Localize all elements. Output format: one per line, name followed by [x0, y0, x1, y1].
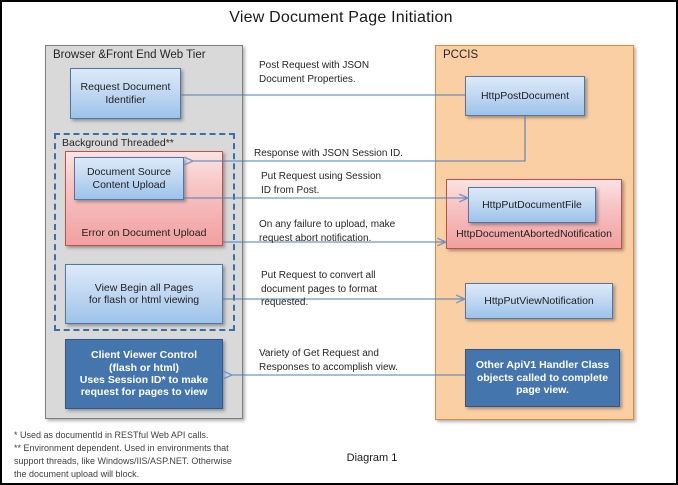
- http-put-document-file-box[interactable]: HttpPutDocumentFile: [468, 187, 596, 223]
- note-failure-abort-line-1: On any failure to upload, make: [259, 219, 396, 230]
- note-put-request-session-line-2: ID from Post.: [261, 184, 320, 196]
- other-apiv1-handler-line-1: Other ApiV1 Handler Class: [475, 359, 610, 372]
- note-variety-get-line-2: Responses to accomplish view.: [259, 361, 398, 373]
- note-response-session: Response with JSON Session ID.: [254, 147, 439, 161]
- note-variety-get: Variety of Get Request and Responses to …: [259, 347, 439, 374]
- client-viewer-control-line-3: Uses Session ID* to make: [79, 374, 209, 386]
- footnote-line-4: the document upload will block.: [14, 469, 140, 480]
- note-convert-pages-line-3: requested.: [261, 297, 309, 308]
- note-convert-pages-line-1: Put Request to convert all: [261, 270, 376, 281]
- other-apiv1-handler-line-3: page view.: [516, 384, 569, 397]
- http-put-document-file-label: HttpPutDocumentFile: [482, 198, 582, 211]
- background-threaded-group: [54, 133, 235, 331]
- other-apiv1-handler-line-2: objects called to complete: [476, 371, 609, 384]
- note-convert-pages-line-2: document pages to format: [261, 283, 378, 295]
- client-viewer-control-line-2: (flash or html): [109, 361, 179, 374]
- request-document-identifier-box[interactable]: Request Document Identifier: [70, 68, 181, 119]
- document-source-content-upload-line-2: Content Upload: [92, 178, 166, 191]
- note-post-request: Post Request with JSON Document Properti…: [259, 59, 439, 86]
- view-begin-all-pages-line-1: View Begin all Pages: [94, 281, 194, 294]
- document-source-content-upload-box[interactable]: Document Source Content Upload: [74, 157, 184, 200]
- http-post-document-box[interactable]: HttpPostDocument: [465, 76, 585, 116]
- background-threaded-label: Background Threaded**: [62, 137, 174, 149]
- view-begin-all-pages-line-2: for flash or html viewing: [88, 294, 200, 306]
- footnote-line-1: * Used as documentId in RESTful Web API …: [14, 430, 209, 440]
- client-viewer-control-line-4: request for pages to view: [80, 386, 208, 399]
- browser-tier-label: Browser &Front End Web Tier: [53, 49, 206, 61]
- client-viewer-control-line-1: Client Viewer Control: [91, 349, 197, 362]
- http-post-document-label: HttpPostDocument: [480, 89, 570, 102]
- note-post-request-line-1: Post Request with JSON: [259, 60, 370, 71]
- error-on-document-upload-label: Error on Document Upload: [81, 227, 207, 239]
- document-source-content-upload-line-1: Document Source: [86, 166, 172, 179]
- other-apiv1-handler-box[interactable]: Other ApiV1 Handler Class objects called…: [465, 349, 620, 407]
- footnotes: * Used as documentId in RESTful Web API …: [14, 429, 304, 481]
- note-variety-get-line-1: Variety of Get Request and: [259, 348, 379, 359]
- note-put-request-session: Put Request using Session ID from Post.: [261, 170, 441, 197]
- note-put-request-session-line-1: Put Request using Session: [261, 171, 382, 182]
- http-put-view-notification-box[interactable]: HttpPutViewNotification: [465, 283, 613, 319]
- diagram-caption: Diagram 1: [346, 452, 398, 464]
- footnote-line-2: ** Environment dependent. Used in enviro…: [14, 443, 229, 454]
- note-response-session-line-1: Response with JSON Session ID.: [254, 148, 403, 159]
- footnote-line-3: support threads, like Windows/IIS/ASP.NE…: [14, 456, 232, 467]
- note-convert-pages: Put Request to convert all document page…: [261, 269, 441, 310]
- request-document-identifier-line-1: Request Document: [80, 81, 171, 94]
- http-document-aborted-notification-label: HttpDocumentAbortedNotification: [456, 228, 612, 240]
- http-put-view-notification-label: HttpPutViewNotification: [484, 294, 594, 307]
- note-failure-abort-line-2: request abort notification.: [259, 232, 372, 244]
- note-failure-abort: On any failure to upload, make request a…: [259, 218, 445, 245]
- client-viewer-control-box[interactable]: Client Viewer Control (flash or html) Us…: [65, 339, 223, 409]
- request-document-identifier-line-2: Identifier: [105, 93, 146, 106]
- pccis-label: PCCIS: [443, 49, 479, 61]
- page-title: View Document Page Initiation: [229, 9, 453, 26]
- view-begin-all-pages-box[interactable]: View Begin all Pages for flash or html v…: [65, 264, 223, 324]
- note-post-request-line-2: Document Properties.: [259, 73, 356, 85]
